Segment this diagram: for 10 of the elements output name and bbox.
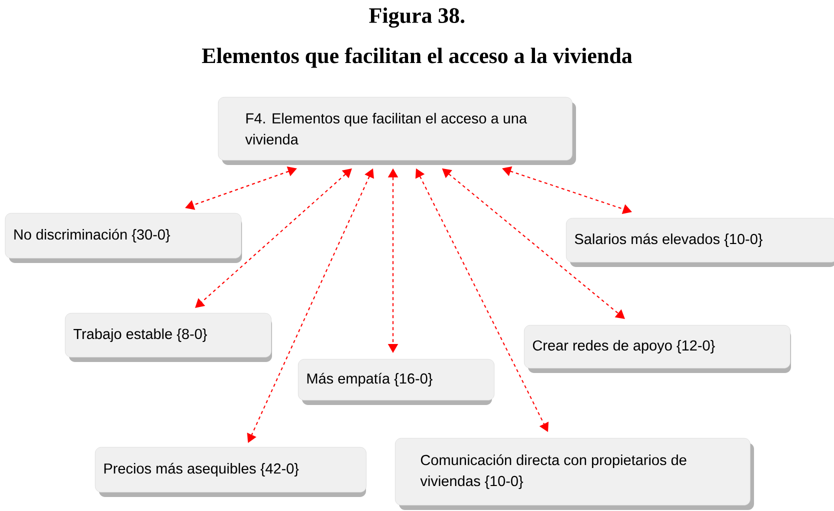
- text-box: No discriminación {30-0}: [5, 213, 242, 263]
- text-box: Comunicación directa con propietarios de viviendas {10-0}: [395, 438, 754, 510]
- text-box: Precios más asequibles {42-0}: [95, 447, 366, 497]
- figure-caption: Elementos que facilitan el acceso a la vivienda: [202, 48, 632, 68]
- figure-title: Figura 38.: [369, 8, 464, 28]
- text-box: Crear redes de apoyo {12-0}: [524, 325, 792, 373]
- text-box: Más empatía {16-0}: [298, 359, 494, 405]
- text-box: Salarios más elevados {10-0}: [566, 218, 834, 267]
- text-box: Trabajo estable {8-0}: [65, 313, 272, 362]
- text-box: F4. Elementos que facilitan el acceso a una vivienda: [218, 97, 576, 165]
